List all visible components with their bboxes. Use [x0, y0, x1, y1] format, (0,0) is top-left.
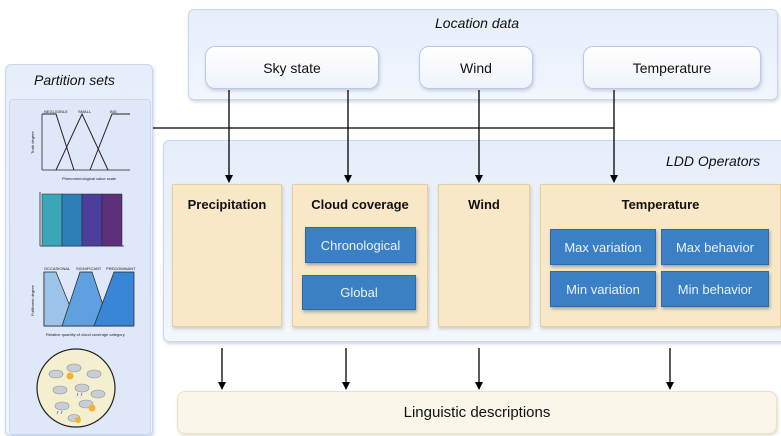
fuzzy-triangle-chart: NEGLIGIBLE SMALL BIG Phenomenological va… [30, 109, 130, 181]
thumbnail-ylabel: Truth degree [30, 130, 35, 154]
max-variation-button[interactable]: Max variation [550, 229, 656, 265]
fuzzy-triangle-partition-thumbnail: NEGLIGIBLE SMALL BIG Phenomenological va… [22, 108, 134, 184]
set-label-small: SMALL [78, 109, 92, 114]
ldd-operators-title: LDD Operators [666, 153, 761, 169]
crisp-bar-1 [41, 193, 63, 247]
weather-icons-thumbnail [34, 346, 118, 430]
crisp-partition-chart [39, 192, 124, 247]
wind-operator-label: Wind [468, 197, 500, 212]
thumbnail-ylabel: Fulfilment degree [30, 284, 35, 316]
set-label-negligible: NEGLIGIBLE [44, 109, 68, 114]
precipitation-operator: Precipitation [172, 184, 282, 327]
set-label-predominant: PREDOMINANT [106, 266, 136, 271]
crisp-bar-4 [101, 193, 123, 247]
wind-operator: Wind [438, 184, 530, 327]
crisp-bar-2 [61, 193, 83, 247]
rain-cloud-icon [56, 392, 83, 415]
set-label-big: BIG [110, 109, 117, 114]
set-label-occasional: OCCASIONAL [44, 266, 71, 271]
precipitation-label: Precipitation [187, 197, 267, 212]
fuzzy-trapezoid-partition-thumbnail: OCCASIONAL SIGNIFICANT PREDOMINANT Relat… [22, 264, 138, 340]
partition-sets-title: Partition sets [34, 72, 115, 88]
max-behavior-button[interactable]: Max behavior [661, 229, 769, 265]
fuzzy-trapezoid-chart: OCCASIONAL SIGNIFICANT PREDOMINANT Relat… [30, 266, 136, 337]
location-data-title: Location data [435, 15, 520, 31]
temperature-input: Temperature [583, 46, 761, 89]
cloud-coverage-label: Cloud coverage [311, 197, 409, 212]
global-button[interactable]: Global [302, 275, 416, 310]
crisp-partition-thumbnail [34, 190, 126, 252]
cloud-icon [48, 363, 106, 422]
min-behavior-button[interactable]: Min behavior [661, 271, 769, 307]
min-variation-button[interactable]: Min variation [550, 271, 656, 307]
wind-input: Wind [419, 46, 533, 89]
weather-icons-circle [36, 348, 116, 428]
chronological-button[interactable]: Chronological [305, 227, 416, 263]
crisp-bar-3 [81, 193, 103, 247]
linguistic-descriptions-box: Linguistic descriptions [177, 391, 777, 434]
temperature-operator-label: Temperature [621, 197, 700, 212]
thumbnail-xlabel: Phenomenological value scale [62, 176, 117, 181]
thumbnail-xlabel: Relative quantity of cloud coverage cate… [46, 332, 125, 337]
set-label-significant: SIGNIFICANT [76, 266, 102, 271]
sun-cloud-icon [66, 372, 96, 423]
sky-state-input: Sky state [205, 46, 379, 89]
